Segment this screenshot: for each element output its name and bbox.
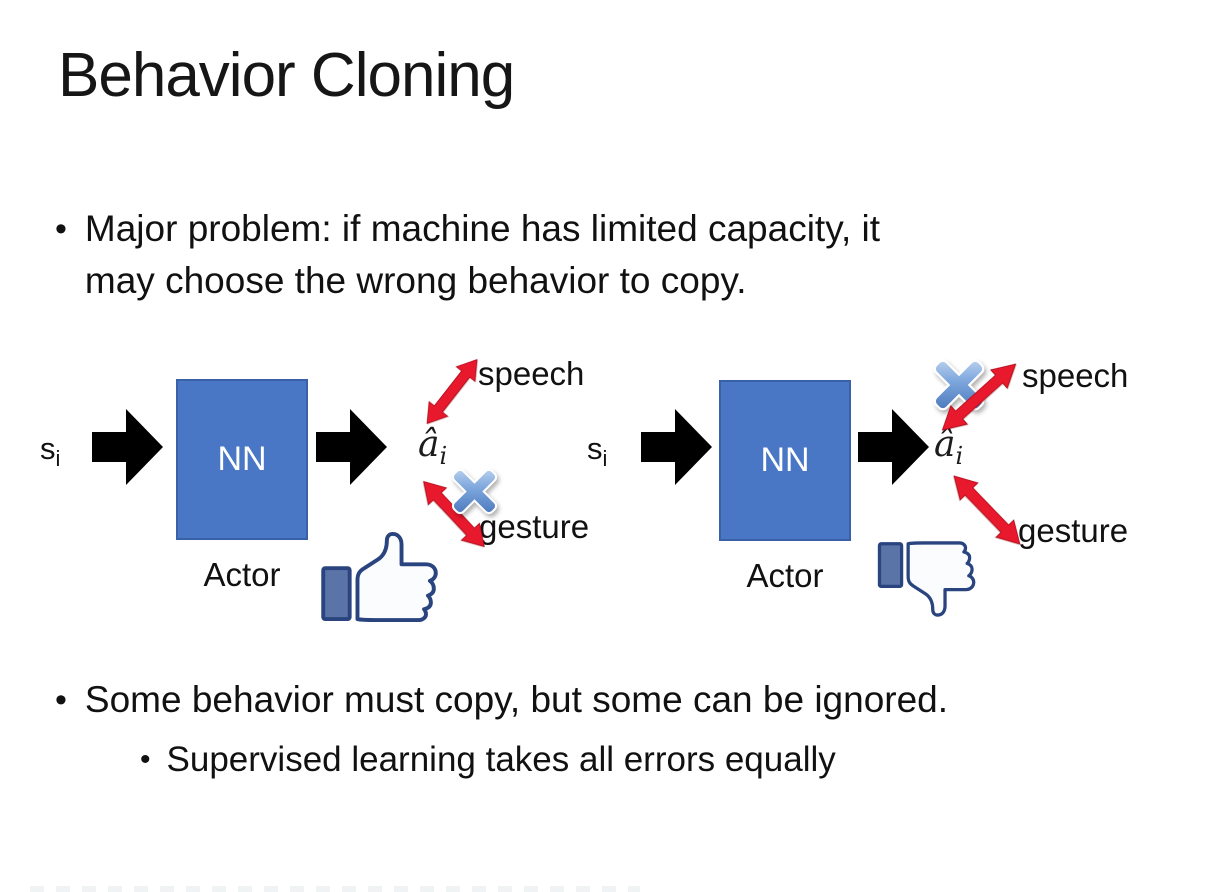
output-action-label: âi — [934, 424, 963, 470]
black-arrow-icon — [858, 409, 929, 485]
output-action-label: âi — [418, 424, 447, 470]
bullet-line-2: may choose the wrong behavior to copy. — [84, 260, 747, 301]
sub-bullet-text: Supervised learning takes all errors equ… — [166, 740, 836, 779]
nn-label: NN — [217, 440, 267, 478]
bullet-text: Some behavior must copy, but some can be… — [84, 679, 949, 720]
bullet-some-behavior: • Some behavior must copy, but some can … — [55, 674, 948, 726]
black-arrow-icon — [92, 409, 163, 485]
action-symbol: â — [934, 424, 956, 465]
state-subscript: i — [55, 446, 61, 472]
state-subscript: i — [602, 446, 608, 472]
thumbs-down-icon — [877, 541, 976, 617]
thumbs-up-icon — [321, 531, 438, 623]
action-symbol: â — [418, 424, 440, 465]
speech-label: speech — [478, 355, 585, 392]
bullet-major-problem: • Major problem: if machine has limited … — [55, 203, 880, 307]
bullet-marker: • — [55, 210, 67, 248]
bullet-marker: • — [140, 743, 151, 776]
slide-title: Behavior Cloning — [58, 41, 515, 110]
action-subscript: i — [439, 442, 448, 471]
cut-off-text-artifact — [30, 886, 640, 892]
nn-box: NN — [176, 379, 308, 540]
black-arrow-icon — [641, 409, 712, 485]
bullet-text: Major problem: if machine has limited ca… — [85, 203, 880, 307]
input-state-label: si — [587, 431, 607, 472]
bullet-marker: • — [55, 681, 67, 719]
speech-double-arrow-icon — [941, 363, 1017, 431]
black-arrow-icon — [316, 409, 387, 485]
gesture-double-arrow-icon — [423, 480, 485, 548]
nn-label: NN — [760, 441, 810, 479]
input-state-label: si — [40, 431, 60, 472]
gesture-label: gesture — [1018, 512, 1129, 549]
actor-label: Actor — [203, 556, 281, 593]
speech-label: speech — [1022, 357, 1129, 394]
bullet-line-1: Major problem: if machine has limited ca… — [84, 208, 881, 249]
sub-bullet-supervised-learning: • Supervised learning takes all errors e… — [140, 736, 836, 784]
gesture-double-arrow-icon — [953, 475, 1021, 545]
action-subscript: i — [955, 442, 964, 471]
nn-box: NN — [719, 380, 851, 541]
state-symbol: s — [587, 431, 603, 466]
speech-double-arrow-icon — [426, 359, 478, 424]
state-symbol: s — [40, 431, 56, 466]
blue-cross-icon — [451, 468, 498, 515]
actor-label: Actor — [746, 557, 824, 594]
gesture-label: gesture — [479, 508, 590, 545]
